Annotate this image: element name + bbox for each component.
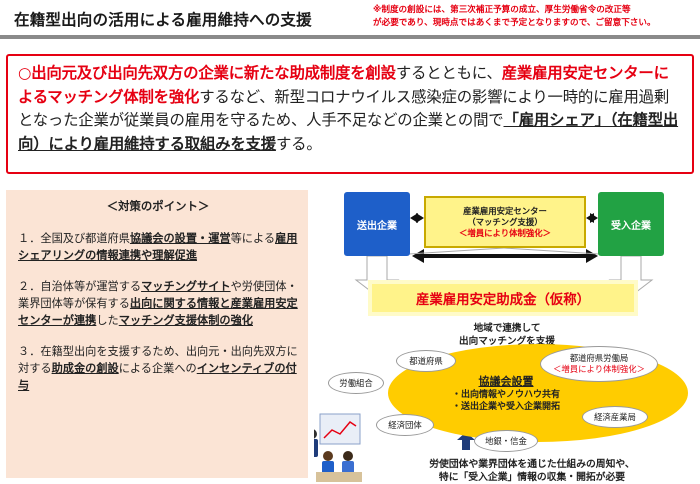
arrow-bottom-left-head — [412, 249, 424, 263]
arrow-head-right-1 — [416, 213, 424, 223]
regional-bank-oval: 地銀・信金 — [474, 430, 538, 452]
meeting-illustration — [314, 413, 362, 482]
council-text: 協議会設置 ・出向情報やノウハウ共有 ・送出企業や受入企業開拓 — [451, 375, 560, 412]
regional-support-text: 地域で連携して 出向マッチングを支援 — [459, 323, 555, 347]
points-heading: ＜対策のポイント＞ — [106, 199, 210, 213]
summary-text: ○出向元及び出向先双方の企業に新たな助成制度を創設するとともに、産業雇用安定セン… — [18, 64, 679, 153]
employment-center-box: 産業雇用安定センター （マッチング支援） ＜増員により体制強化＞ — [424, 196, 586, 248]
arrow-head-right-2 — [590, 213, 598, 223]
policy-points-panel: ＜対策のポイント＞ １．全国及び都道府県協議会の設置・運営等による雇用シェアリン… — [6, 190, 308, 478]
labor-union-oval: 労働組合 — [328, 372, 384, 394]
bottom-note: 労使団体や業界団体を通じた仕組みの周知や、 特に「受入企業」情報の収集・開拓が必… — [429, 459, 635, 483]
page-title: 在籍型出向の活用による雇用維持への支援 — [14, 11, 312, 29]
point-2: ２．自治体等が運営するマッチングサイトや労使団体・業界団体等が保有する出向に関す… — [18, 280, 298, 327]
title-divider — [0, 35, 700, 39]
sender-company-box: 送出企業 — [344, 192, 410, 256]
point-3: ３．在籍型出向を支援するため、出向元・出向先双方に対する助成金の創設による企業へ… — [18, 345, 298, 392]
labor-bureau-oval: 都道府県労働局 ＜増員により体制強化＞ — [540, 346, 658, 382]
support-scheme-diagram: 送出企業 受入企業 産業雇用安定センター （マッチング支援） ＜増員により体制強… — [314, 188, 700, 484]
summary-box: ○出向元及び出向先双方の企業に新たな助成制度を創設するとともに、産業雇用安定セン… — [6, 54, 694, 174]
economic-org-oval: 経済団体 — [376, 414, 434, 436]
receiver-company-box: 受入企業 — [598, 192, 664, 256]
arrow-bottom-shaft — [422, 254, 588, 258]
arrow-bottom-right-head — [586, 249, 598, 263]
provisional-notice: ※制度の創設には、第三次補正予算の成立、厚生労働省令の改正等 が必要であり、現時… — [373, 5, 656, 28]
economic-bureau-oval: 経済産業局 — [582, 406, 648, 428]
point-1: １．全国及び都道府県協議会の設置・運営等による雇用シェアリングの情報連携や理解促… — [18, 232, 298, 262]
subsidy-banner: 産業雇用安定助成金（仮称） — [372, 284, 634, 312]
prefecture-oval: 都道府県 — [396, 350, 456, 372]
